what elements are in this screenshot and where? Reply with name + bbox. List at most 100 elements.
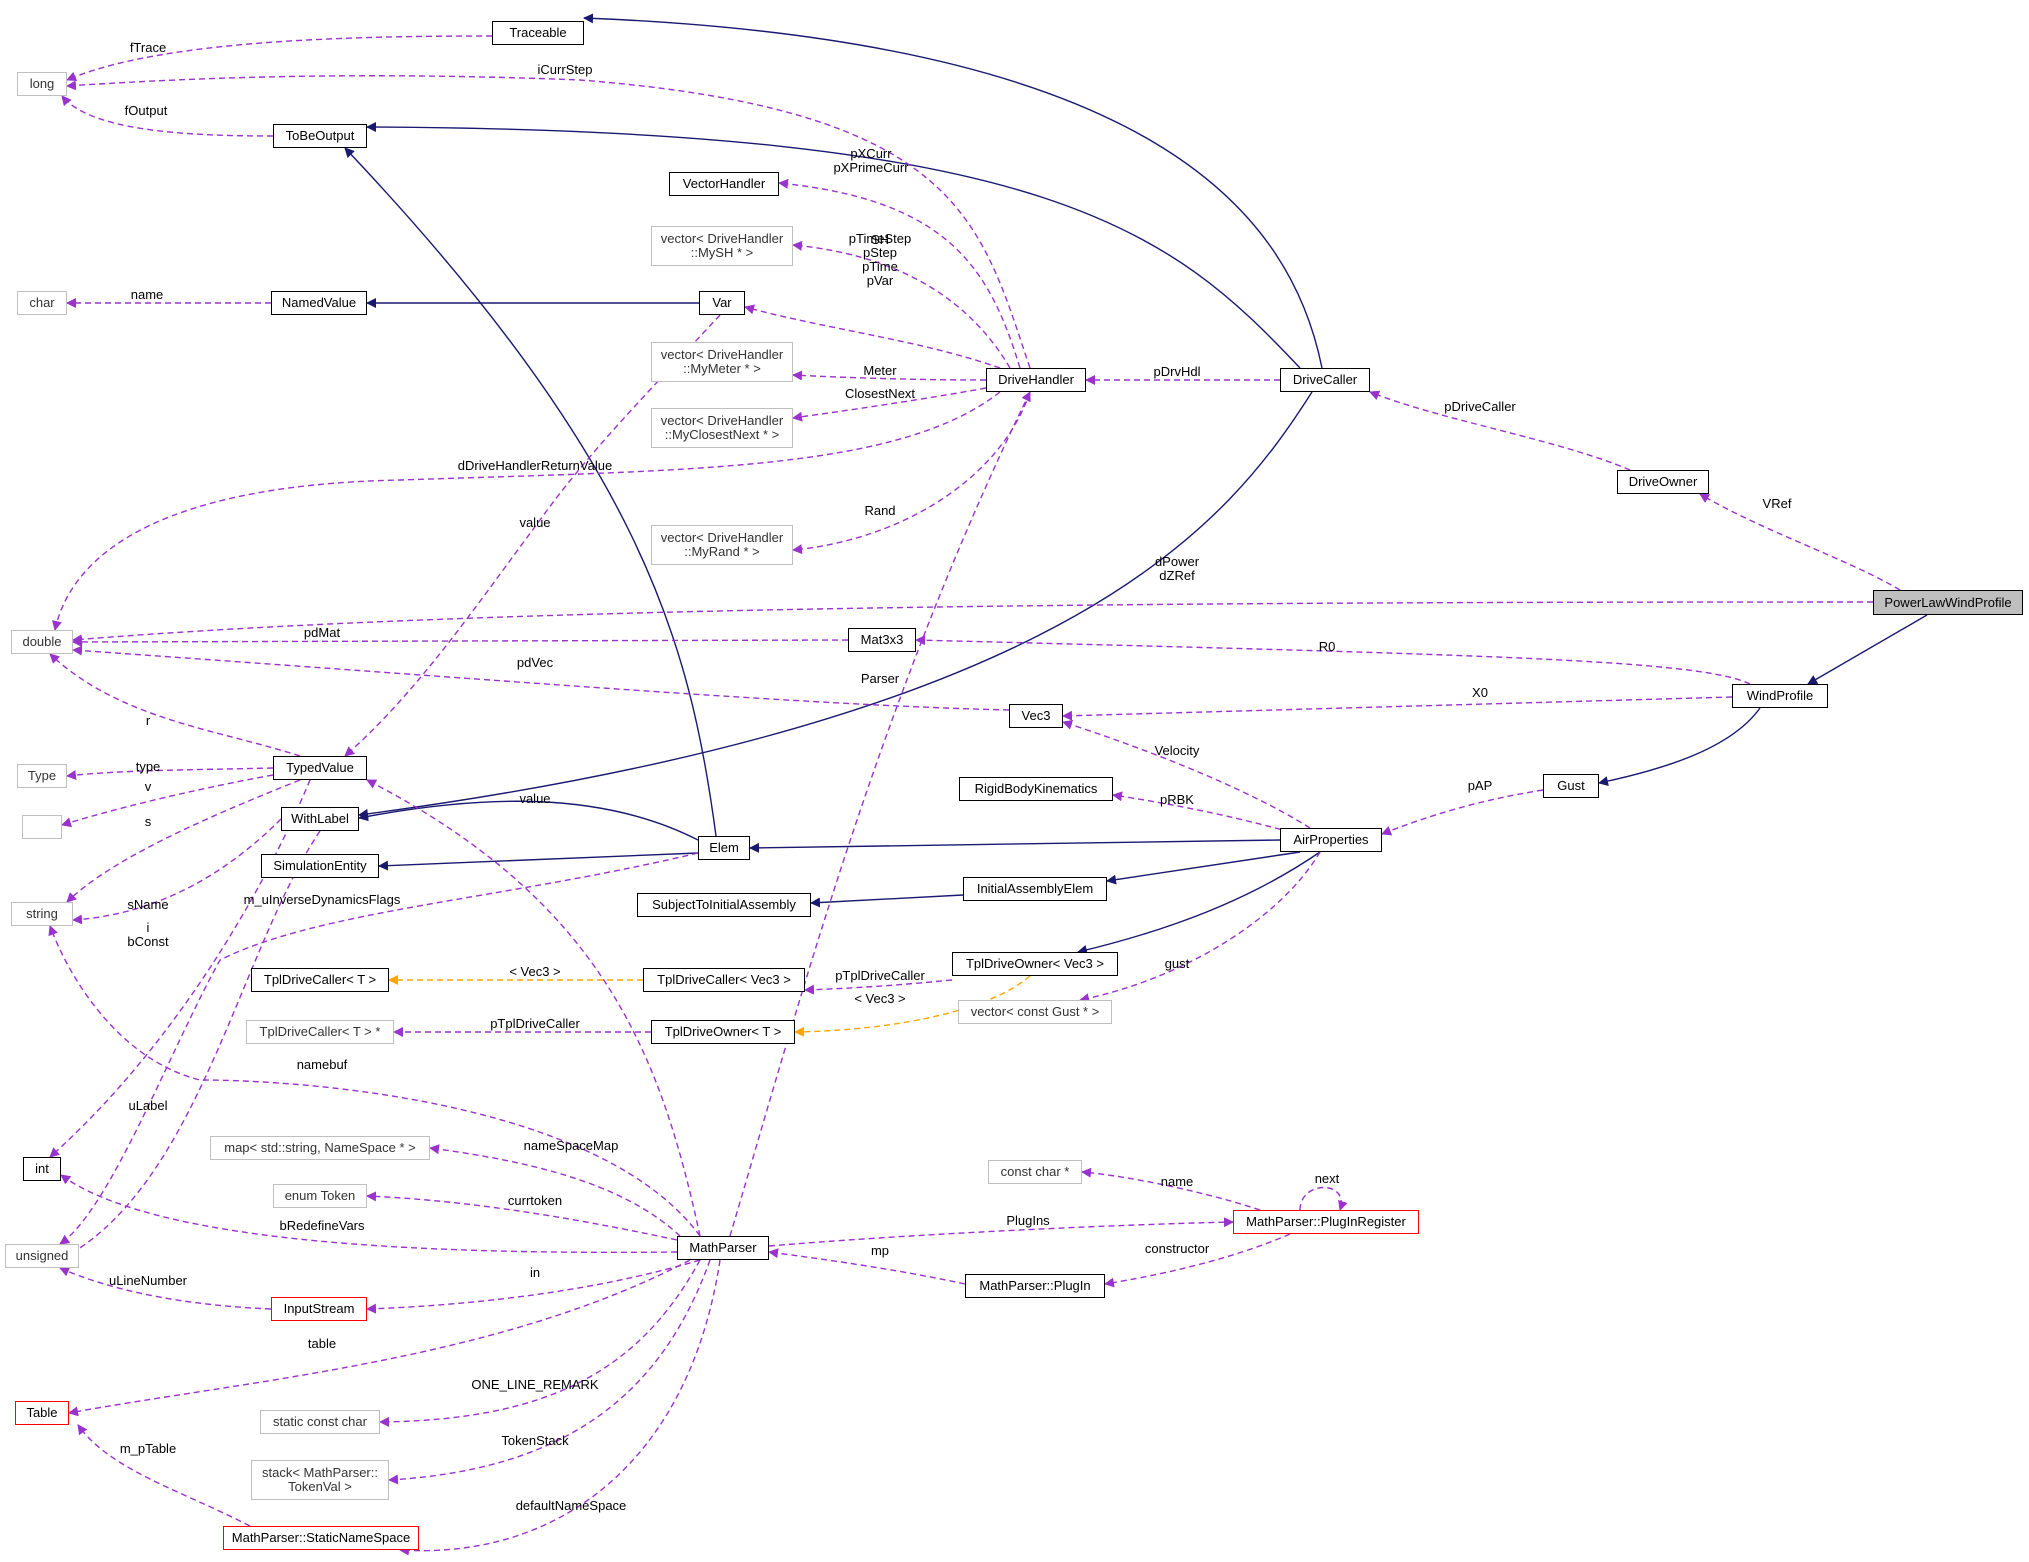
node-mathparser-plugin[interactable]: MathParser::PlugIn [965,1274,1105,1298]
node-vec3[interactable]: Vec3 [1009,704,1063,728]
edge-drivecaller-tobeoutput [366,122,1301,369]
edge-airproperties-tpldriveowner [1077,851,1321,955]
node-label: ToBeOutput [285,128,355,143]
edge-label: dDriveHandlerReturnValue [458,458,612,473]
node-namedvalue[interactable]: NamedValue [271,291,367,315]
node-vector-mysh: vector< DriveHandler ::MySH * > [651,226,793,266]
edge-airproperties-initialassembly [1106,851,1301,885]
node-elem[interactable]: Elem [698,836,750,860]
edge-label: ClosestNext [845,386,915,401]
node-staticnamespace[interactable]: MathParser::StaticNameSpace [223,1526,419,1550]
edge-label: pAP [1468,778,1493,793]
edge-airproperties-vec3 [1062,719,1311,829]
node-vectorhandler[interactable]: VectorHandler [669,172,779,196]
edge-pluginregister-plugin [1104,1233,1291,1288]
edge-drivehandler-long [66,75,1031,369]
node-label: Vec3 [1021,708,1051,723]
edge-label: VRef [1763,496,1792,511]
node-mat3x3[interactable]: Mat3x3 [848,628,916,652]
node-label: NamedValue [281,295,357,310]
node-windprofile[interactable]: WindProfile [1732,684,1828,708]
node-tpldrivecaller-vec3[interactable]: TplDriveCaller< Vec3 > [643,968,805,992]
edge-label: r [146,713,151,728]
node-gust[interactable]: Gust [1543,774,1599,798]
node-label: MathParser [689,1240,757,1255]
node-label: DriveCaller [1292,372,1358,387]
node-label: DriveOwner [1628,474,1698,489]
node-inputstream[interactable]: InputStream [271,1297,367,1321]
node-label: SimulationEntity [273,858,367,873]
edge-label: name [1161,1174,1194,1189]
edge-tpldriveowner_vec3-t [794,975,1031,1037]
edge-label: fTrace [130,40,166,55]
node-label: const char * [1000,1164,1070,1179]
node-initialassemblyelem[interactable]: InitialAssemblyElem [963,877,1107,901]
node-driveowner[interactable]: DriveOwner [1617,470,1709,494]
node-label: vector< DriveHandler ::MySH * > [660,231,784,260]
node-pluginregister[interactable]: MathParser::PlugInRegister [1233,1210,1419,1234]
node-typedvalue[interactable]: TypedValue [273,756,367,780]
node-tpldriveowner-t[interactable]: TplDriveOwner< T > [651,1020,795,1044]
edge-staticnamespace-table [77,1424,251,1527]
edge-label: value [519,791,550,806]
node-anonymous [22,815,62,839]
edge-drivehandler-mymeter [792,370,987,381]
node-label: RigidBodyKinematics [974,781,1098,796]
node-vector-myclosestnext: vector< DriveHandler ::MyClosestNext * > [651,408,793,448]
node-label: int [35,1161,49,1176]
node-label: TplDriveCaller< T > [263,972,377,987]
node-label: Traceable [509,25,567,40]
edge-label: bRedefineVars [279,1218,365,1233]
node-label: unsigned [15,1248,69,1263]
edge-label: uLineNumber [109,1273,188,1288]
node-mathparser[interactable]: MathParser [677,1236,769,1260]
node-label: char [29,295,55,310]
node-subjecttoinitialassembly[interactable]: SubjectToInitialAssembly [637,893,811,917]
node-drivecaller[interactable]: DriveCaller [1280,368,1370,392]
node-label: enum Token [284,1188,356,1203]
edge-elem-simulationentity [378,852,699,871]
node-label: Mat3x3 [860,632,904,647]
edge-windprofile-gust [1598,707,1761,787]
node-string: string [11,902,73,926]
edge-label: TokenStack [501,1433,569,1448]
edge-label: pdMat [304,625,341,640]
node-label: InputStream [283,1301,355,1316]
edge-drivecaller-withlabel [358,391,1313,819]
edge-pluginregister-constchar [1081,1167,1261,1211]
node-label: TplDriveCaller< Vec3 > [657,972,791,987]
node-traceable[interactable]: Traceable [492,21,584,45]
edge-initialassembly-subjecttoinitial [810,894,964,908]
edge-label: pTplDriveCaller [835,968,925,983]
node-double: double [11,630,73,654]
edge-label: next [1315,1171,1340,1186]
edge-tpldriveowner-tpldrivecaller [804,979,953,995]
node-label: map< std::string, NameSpace * > [224,1140,416,1155]
node-powerlawwindprofile[interactable]: PowerLawWindProfile [1873,590,2023,615]
node-tpldriveowner-vec3[interactable]: TplDriveOwner< Vec3 > [952,952,1118,976]
node-airproperties[interactable]: AirProperties [1280,828,1382,852]
edge-label: pdVec [517,655,554,670]
edge-drivehandler-myclosestnext [792,387,987,422]
node-tpldrivecaller-t[interactable]: TplDriveCaller< T > [251,968,389,992]
edge-mathparser-inputstream [366,1259,701,1314]
edge-airproperties-rigidbody [1112,791,1301,836]
node-label: AirProperties [1293,832,1369,847]
node-static-const-char: static const char [260,1410,380,1434]
node-label: TypedValue [286,760,354,775]
node-var[interactable]: Var [699,291,745,315]
node-rigidbodykinematics[interactable]: RigidBodyKinematics [959,777,1113,801]
node-tobeoutput[interactable]: ToBeOutput [273,124,367,148]
edge-label: sName [127,897,168,912]
node-table[interactable]: Table [15,1401,69,1425]
node-const-char-ptr: const char * [988,1160,1082,1184]
node-simulationentity[interactable]: SimulationEntity [261,854,379,878]
node-label: vector< DriveHandler ::MyClosestNext * > [660,413,784,442]
node-withlabel[interactable]: WithLabel [281,807,359,831]
node-drivehandler[interactable]: DriveHandler [986,368,1086,392]
edge-label: Parser [861,671,900,686]
edge-airproperties-vecgust [1079,851,1321,1004]
